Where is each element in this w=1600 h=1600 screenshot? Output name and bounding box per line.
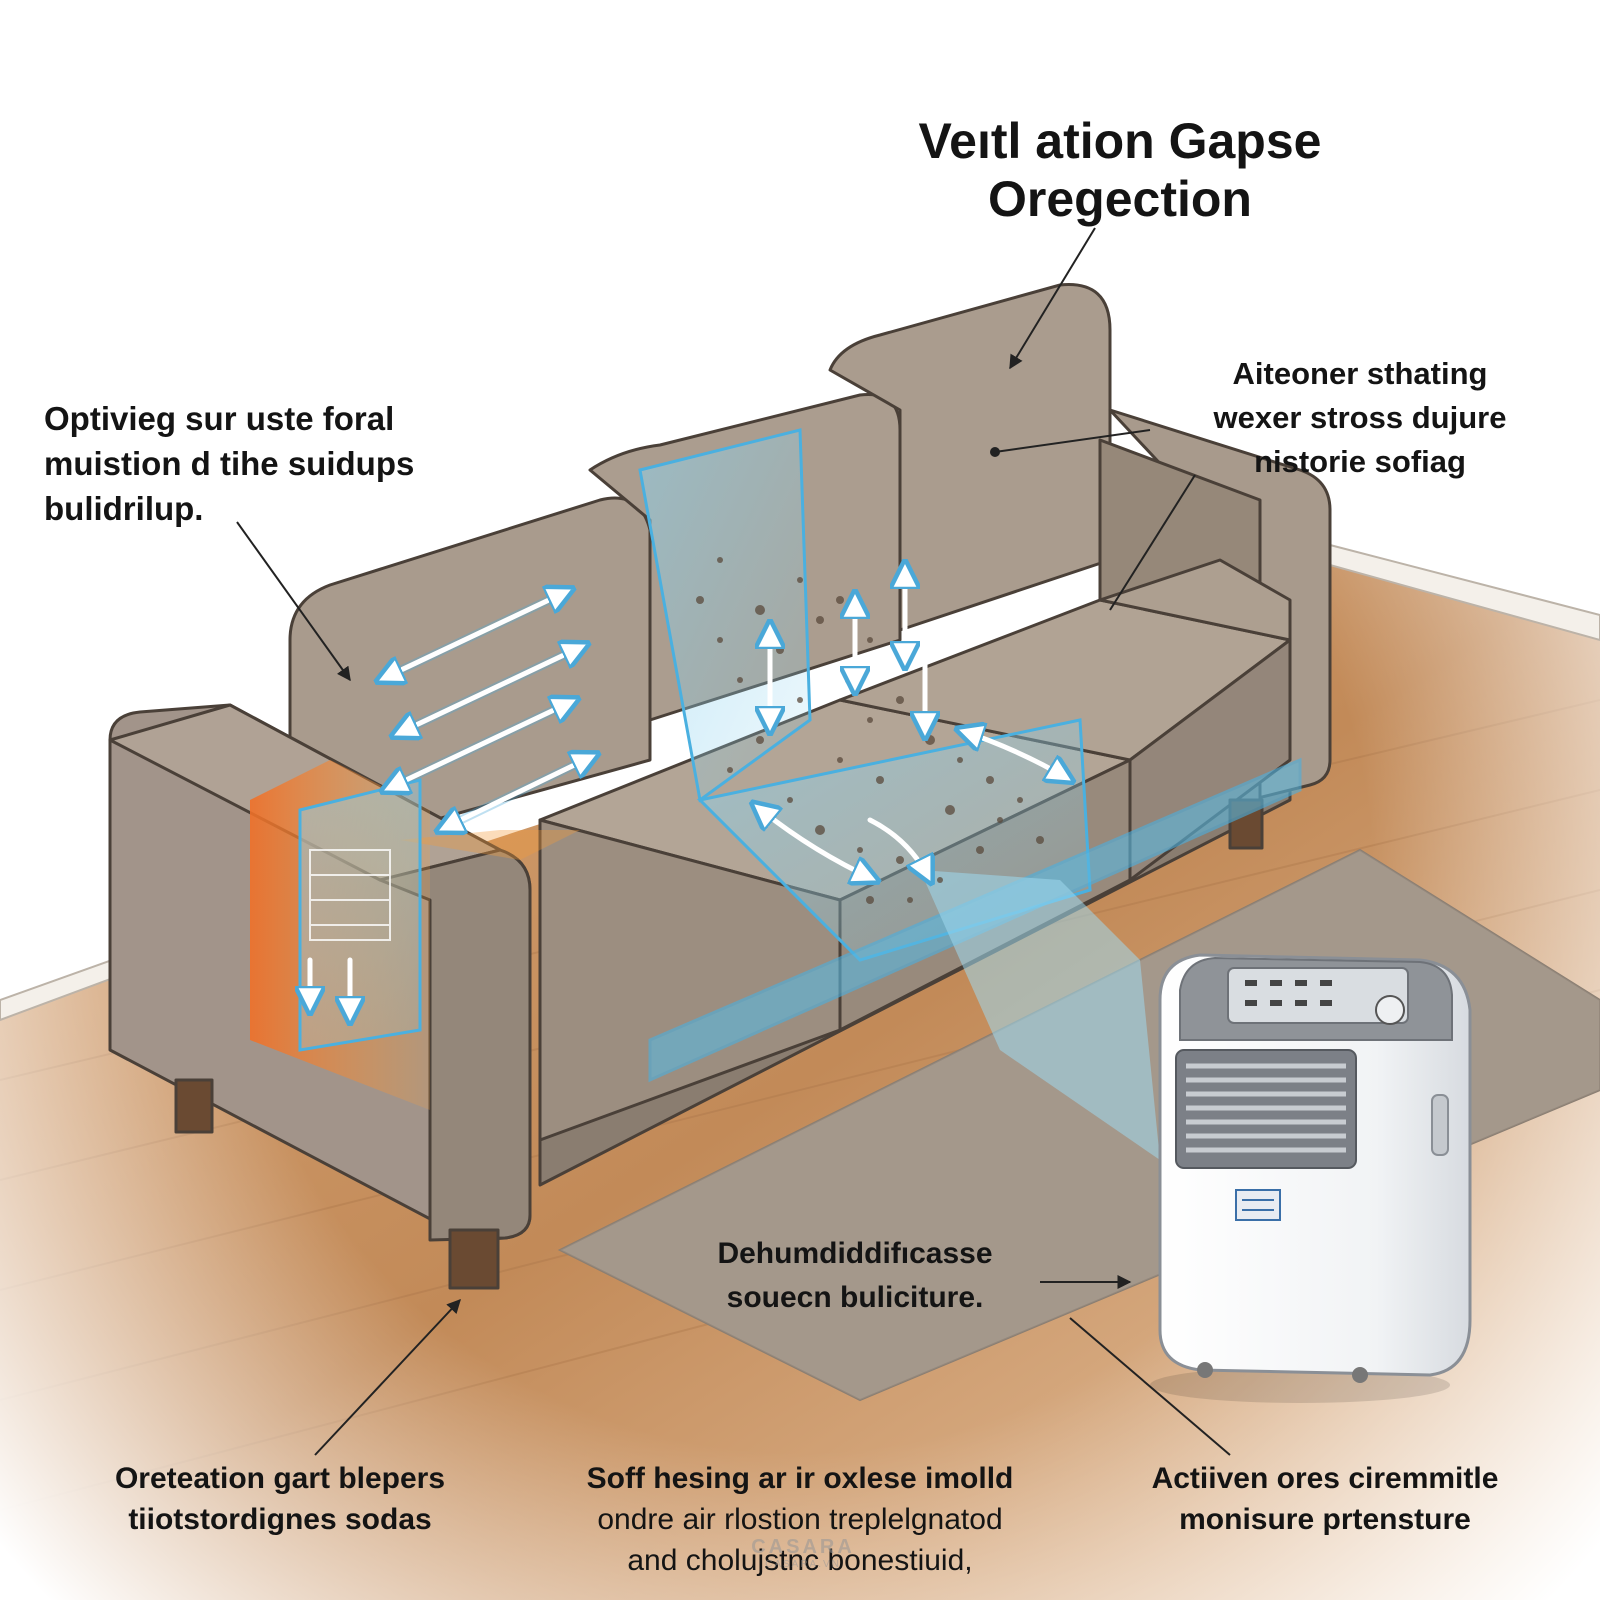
annotation-left: Optivieg sur uste foral muistion d tihe … (44, 396, 414, 531)
annotation-bottom-center-line-3: and cholujstnc bonestiuid, (627, 1544, 973, 1577)
annotation-leader-lines (236, 227, 1231, 1456)
annotation-dehumidifier-line-1: Dehumdiddifıcasse (717, 1237, 993, 1270)
annotation-right-line-3: nistorie sofiag (1254, 444, 1466, 479)
watermark-brand: CASARA (751, 1536, 855, 1558)
watermark-site: CASARA.VN (765, 1559, 841, 1570)
annotation-bottom-left-line-2: tiiotstordignes sodas (128, 1503, 432, 1536)
annotation-right: Aiteoner sthating wexer stross dujure ni… (1140, 352, 1580, 484)
annotation-bottom-left-line-1: Oreteation gart blepers (114, 1462, 446, 1495)
annotation-bottom-left: Oreteation gart blepers tiiotstordignes … (30, 1458, 530, 1540)
annotation-right-line-1: Aiteoner sthating (1232, 356, 1488, 391)
title-line-1: Veıtl ation Gapse (918, 113, 1322, 169)
dehumidifier-icon (1150, 953, 1472, 1403)
annotation-bottom-center: Soff hesing ar ir oxlese imolld ondre ai… (520, 1458, 1080, 1581)
annotation-right-line-2: wexer stross dujure (1213, 400, 1507, 435)
diagram-title: Veıtl ation Gapse Oregection (860, 112, 1380, 228)
annotation-dehumidifier-line-2: souecn buliciture. (726, 1281, 984, 1314)
annotation-left-line-1: Optivieg sur uste foral (44, 400, 395, 437)
annotation-left-line-2: muistion d tihe suidups (44, 445, 415, 482)
watermark: CASARA CASARA.VN (748, 1536, 858, 1570)
annotation-bottom-right-line-2: monisure prtensture (1179, 1503, 1471, 1536)
annotation-bottom-center-line-1: Soff hesing ar ir oxlese imolld (586, 1462, 1014, 1495)
annotation-bottom-right-line-1: Actiiven ores ciremmitle (1151, 1462, 1499, 1495)
airflow-arrow-icon (310, 565, 1070, 1020)
arm-vent-grid (309, 849, 391, 941)
annotation-left-line-3: bulidrilup. (44, 490, 204, 527)
annotation-bottom-center-line-2: ondre air rlostion treplelgnatod (597, 1503, 1003, 1536)
annotation-bottom-right: Actiiven ores ciremmitle monisure prtens… (1090, 1458, 1560, 1540)
title-line-2: Oregection (988, 171, 1252, 227)
annotation-dehumidifier: Dehumdiddifıcasse souecn buliciture. (660, 1232, 1050, 1320)
